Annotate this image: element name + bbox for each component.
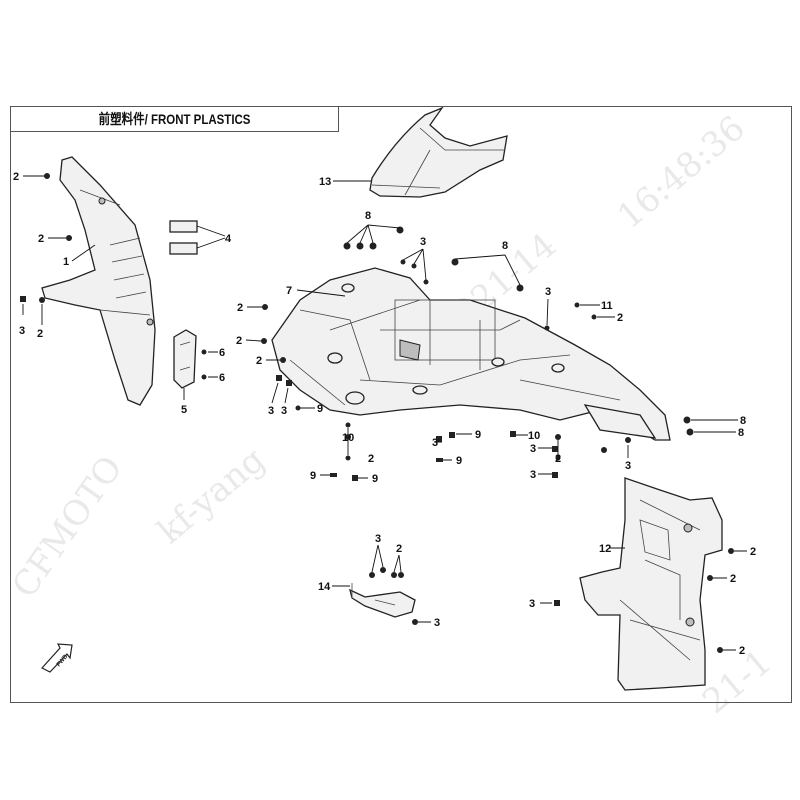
callout-3[interactable]: 3 [530,469,536,481]
callout-14[interactable]: 14 [318,581,331,593]
callout-2[interactable]: 2 [37,328,43,340]
callout-7[interactable]: 7 [286,285,292,297]
callout-2[interactable]: 2 [555,453,561,465]
callout-11[interactable]: 11 [601,300,613,312]
title-text: 前塑料件/ FRONT PLASTICS [98,111,251,127]
callout-9[interactable]: 9 [372,473,378,485]
callout-3[interactable]: 3 [19,325,25,337]
callout-3[interactable]: 3 [268,405,274,417]
callout-12[interactable]: 12 [599,543,611,555]
callout-3[interactable]: 3 [420,236,426,248]
part-4-labels[interactable] [169,220,226,255]
callout-6[interactable]: 6 [219,347,225,359]
callout-9[interactable]: 9 [475,429,481,441]
callout-13[interactable]: 13 [319,176,331,188]
callout-2[interactable]: 2 [368,453,374,465]
callout-10[interactable]: 10 [342,432,354,444]
fwd-arrow-icon: FWD [41,643,73,673]
part-12-right-panel[interactable] [579,477,723,691]
callout-2[interactable]: 2 [237,302,243,314]
callout-1[interactable]: 1 [63,256,69,268]
part-7-front-body[interactable] [271,267,671,441]
callout-2[interactable]: 2 [38,233,44,245]
diagram-frame [10,106,792,703]
callout-2[interactable]: 2 [236,335,242,347]
part-5-bracket[interactable] [173,329,197,389]
page-title: 前塑料件/ FRONT PLASTICS [10,106,339,132]
callout-2[interactable]: 2 [256,355,262,367]
callout-3[interactable]: 3 [375,533,381,545]
callout-6[interactable]: 6 [219,372,225,384]
part-1-left-panel[interactable] [41,156,156,406]
callout-3[interactable]: 3 [625,460,631,472]
callout-9[interactable]: 9 [310,470,316,482]
callout-10[interactable]: 10 [528,430,540,442]
callout-2[interactable]: 2 [617,312,623,324]
callout-2[interactable]: 2 [730,573,736,585]
fasteners [20,173,734,653]
leader-lines [22,175,747,651]
callout-8[interactable]: 8 [740,415,746,427]
callout-3[interactable]: 3 [434,617,440,629]
part-14-bracket[interactable] [349,583,416,618]
callout-5[interactable]: 5 [181,404,187,416]
callout-2[interactable]: 2 [739,645,745,657]
callout-9[interactable]: 9 [456,455,462,467]
callout-2[interactable]: 2 [750,546,756,558]
part-13-top-cover[interactable] [369,106,508,198]
callout-3[interactable]: 3 [530,443,536,455]
callout-3[interactable]: 3 [281,405,287,417]
callout-3[interactable]: 3 [545,286,551,298]
callout-3[interactable]: 3 [432,437,438,449]
callout-8[interactable]: 8 [738,427,744,439]
callout-2[interactable]: 2 [396,543,402,555]
callout-2[interactable]: 2 [13,171,19,183]
callout-4[interactable]: 4 [225,233,232,245]
callout-3[interactable]: 3 [529,598,535,610]
callout-numbers: 2 2 4 1 3 2 6 6 5 13 8 3 8 7 2 2 2 3 11 … [13,171,756,657]
callout-9[interactable]: 9 [317,403,323,415]
callout-8[interactable]: 8 [502,240,508,252]
callout-8[interactable]: 8 [365,210,371,222]
